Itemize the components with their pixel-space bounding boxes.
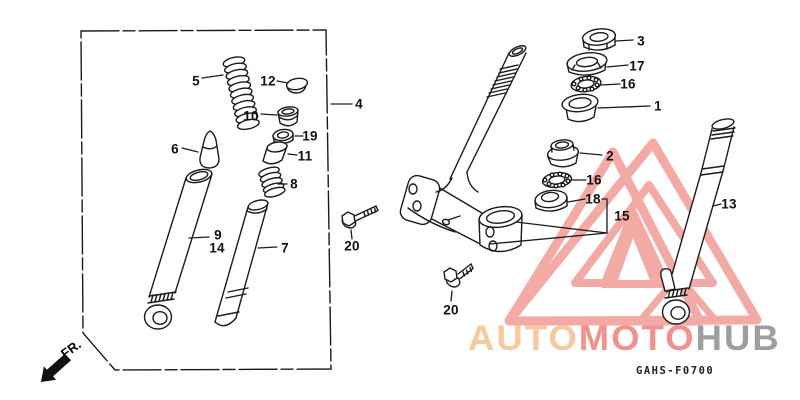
- assembly-box-outline: [80, 29, 332, 371]
- callout-7: 7: [281, 240, 289, 256]
- callout-20a: 20: [344, 238, 360, 254]
- callout-10: 10: [243, 108, 259, 124]
- callout-8: 8: [290, 176, 298, 192]
- callout-16b: 16: [586, 172, 602, 188]
- part-20b-bolt-drawing: [443, 263, 474, 288]
- callout-5: 5: [192, 73, 200, 89]
- brand-part-auto: AUTO: [468, 319, 579, 358]
- callout-4: 4: [355, 96, 363, 112]
- part-15-steering-stem-drawing: [399, 45, 527, 253]
- watermark-triangle-left: [504, 147, 705, 326]
- part-3-steering-stem-nut-drawing: [581, 28, 617, 51]
- callout-3: 3: [637, 33, 645, 49]
- part-16b-steel-ball-retainer-drawing: [541, 171, 573, 189]
- bearing-balls: [571, 75, 600, 93]
- part-7-fork-tube-drawing: [214, 199, 269, 327]
- callout-15: 15: [614, 208, 630, 224]
- callout-18: 18: [585, 191, 601, 207]
- brand-part-moto: MOTO: [578, 319, 696, 358]
- diagram-code: GAHS-F0700: [636, 365, 715, 377]
- part-1-dust-seal-upper-drawing: [561, 93, 599, 123]
- callout-20b: 20: [443, 302, 459, 318]
- part-11-bushing-drawing: [262, 141, 289, 165]
- bearing-balls: [542, 171, 571, 189]
- leader-lines: [181, 39, 722, 302]
- callout-6: 6: [171, 141, 179, 157]
- part-17-top-cone-race-drawing: [566, 52, 608, 76]
- brand-part-hub: HUB: [695, 319, 781, 358]
- callout-13: 13: [721, 196, 737, 212]
- part-18-lower-race-drawing: [534, 189, 568, 212]
- watermark-brand-text: AUTOMOTOHUB: [468, 319, 781, 359]
- callout-11: 11: [297, 148, 313, 164]
- part-16a-steel-ball-retainer-drawing: [570, 75, 602, 93]
- part-19-seal-washer-drawing: [272, 128, 294, 144]
- part-8-rebound-spring-drawing: [258, 166, 286, 198]
- part-9-14-fork-slider-drawing: [143, 168, 213, 330]
- callout-2: 2: [606, 148, 614, 164]
- callout-12: 12: [260, 73, 276, 89]
- part-12-cap-drawing: [285, 77, 309, 94]
- part-20a-bolt-drawing: [341, 205, 379, 229]
- watermark-triangle-small-hole: [618, 238, 650, 280]
- callout-16a: 16: [620, 76, 636, 92]
- callout-1: 1: [654, 98, 662, 114]
- callout-17: 17: [629, 58, 645, 74]
- part-2-dust-seal-lower-drawing: [546, 139, 580, 168]
- part-6-oil-lock-piece-drawing: [199, 130, 220, 169]
- callout-19: 19: [302, 128, 318, 144]
- callout-9: 9: [214, 227, 222, 243]
- fr-direction-arrow: [41, 353, 72, 382]
- callout-14: 14: [209, 240, 225, 256]
- part-5-main-spring-drawing: [222, 56, 260, 131]
- part-10-spring-seat-drawing: [277, 106, 299, 127]
- part-13-fork-tube-drawing: [660, 118, 736, 325]
